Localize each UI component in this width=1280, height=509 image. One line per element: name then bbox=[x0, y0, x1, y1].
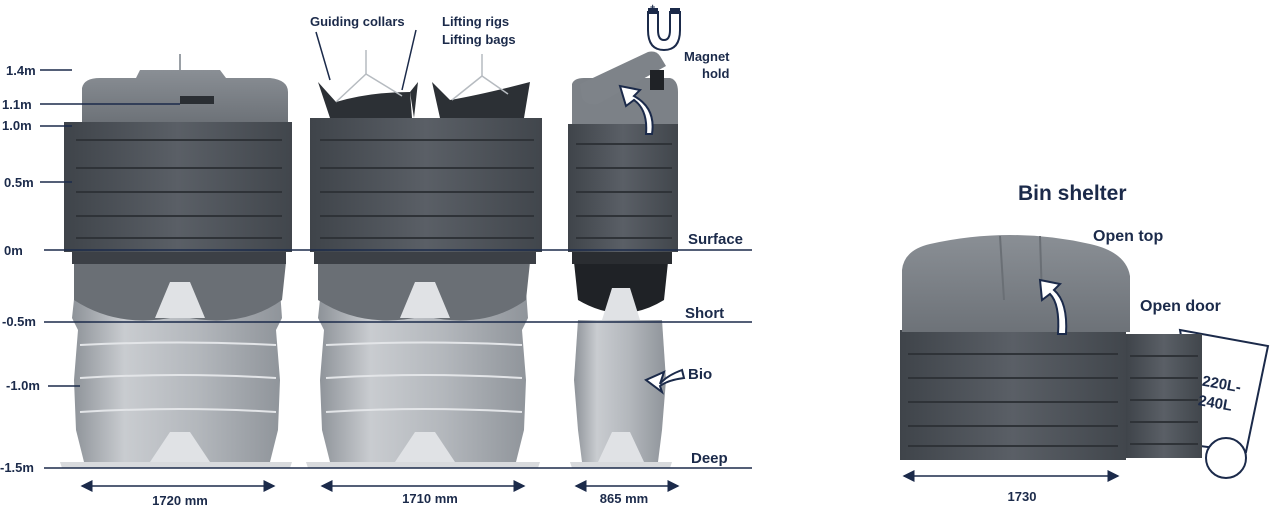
level-label-1-1m: 1.1m bbox=[2, 97, 32, 112]
unit-b-panel bbox=[310, 118, 542, 252]
dim-label-c: 865 mm bbox=[599, 491, 649, 506]
deep-label: Deep bbox=[691, 450, 728, 467]
level-label-0-5m: 0.5m bbox=[4, 175, 34, 190]
level-label-0m: 0m bbox=[4, 243, 23, 258]
unit-a-panel bbox=[64, 122, 292, 252]
lifting-bags-label: Lifting bags bbox=[442, 32, 516, 47]
dimension-arrows bbox=[80, 470, 1120, 492]
unit-b bbox=[306, 50, 542, 468]
open-door-label: Open door bbox=[1140, 298, 1221, 315]
open-top-arrow bbox=[1038, 278, 1068, 335]
dim-label-a: 1720 mm bbox=[152, 493, 208, 508]
lifting-rigs-label: Lifting rigs bbox=[442, 14, 510, 29]
callout-leaders bbox=[315, 29, 417, 91]
guiding-collars-label: Guiding collars bbox=[310, 14, 405, 29]
bio-label: Bio bbox=[688, 366, 713, 383]
open-top-label: Open top bbox=[1093, 228, 1164, 245]
bin-shelter bbox=[900, 235, 1270, 479]
level-label-neg-1-0m: -1.0m bbox=[6, 378, 40, 393]
unit-c-panel bbox=[568, 124, 678, 252]
bin-shelter-door bbox=[1126, 334, 1202, 458]
surface-label: Surface bbox=[688, 231, 744, 248]
bin-shelter-title: Bin shelter bbox=[1018, 182, 1127, 205]
hold-label: hold bbox=[702, 66, 730, 81]
bin-shelter-lid bbox=[902, 235, 1130, 332]
dim-label-b: 1710 mm bbox=[402, 491, 458, 506]
dim-label-shelter: 1730 bbox=[1007, 489, 1037, 504]
level-label-neg-1-5m: -1.5m bbox=[0, 460, 34, 475]
magnet-icon: + bbox=[647, 2, 681, 52]
unit-b-guiding-collar bbox=[318, 82, 412, 118]
unit-c-open-arrow bbox=[618, 84, 654, 135]
level-label-1-4m: 1.4m bbox=[6, 63, 36, 78]
unit-c: + bbox=[568, 2, 686, 468]
unit-c-tank bbox=[574, 320, 666, 462]
unit-a bbox=[60, 54, 292, 468]
unit-b-lifting-bag bbox=[432, 82, 530, 118]
bio-arrow bbox=[644, 368, 686, 395]
bin-shelter-body bbox=[900, 330, 1126, 460]
svg-text:+: + bbox=[650, 2, 655, 12]
level-label-1-0m: 1.0m bbox=[2, 118, 32, 133]
unit-c-open-lid bbox=[580, 51, 666, 105]
short-label: Short bbox=[685, 305, 725, 322]
magnet-label: Magnet bbox=[684, 49, 730, 64]
level-guides bbox=[40, 69, 752, 469]
level-label-neg-0-5m: -0.5m bbox=[2, 314, 36, 329]
